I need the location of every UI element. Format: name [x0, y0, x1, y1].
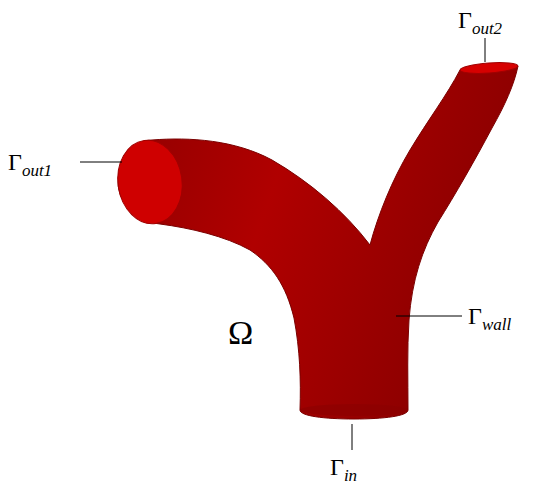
- outlet-1-face: [112, 136, 187, 228]
- boundary-label: Γin: [330, 455, 357, 479]
- boundary-label: Γout2: [458, 8, 502, 32]
- leader-line: [80, 162, 122, 163]
- outlet-2-face: [460, 61, 519, 75]
- inlet-face: [300, 404, 408, 416]
- boundary-label: Γwall: [468, 304, 511, 328]
- boundary-label: Γout1: [8, 150, 52, 174]
- boundary-label: Ω: [228, 316, 253, 350]
- leader-line: [352, 424, 353, 450]
- leader-line: [485, 38, 486, 62]
- vessel-wall: [118, 66, 518, 419]
- leader-line: [396, 316, 462, 317]
